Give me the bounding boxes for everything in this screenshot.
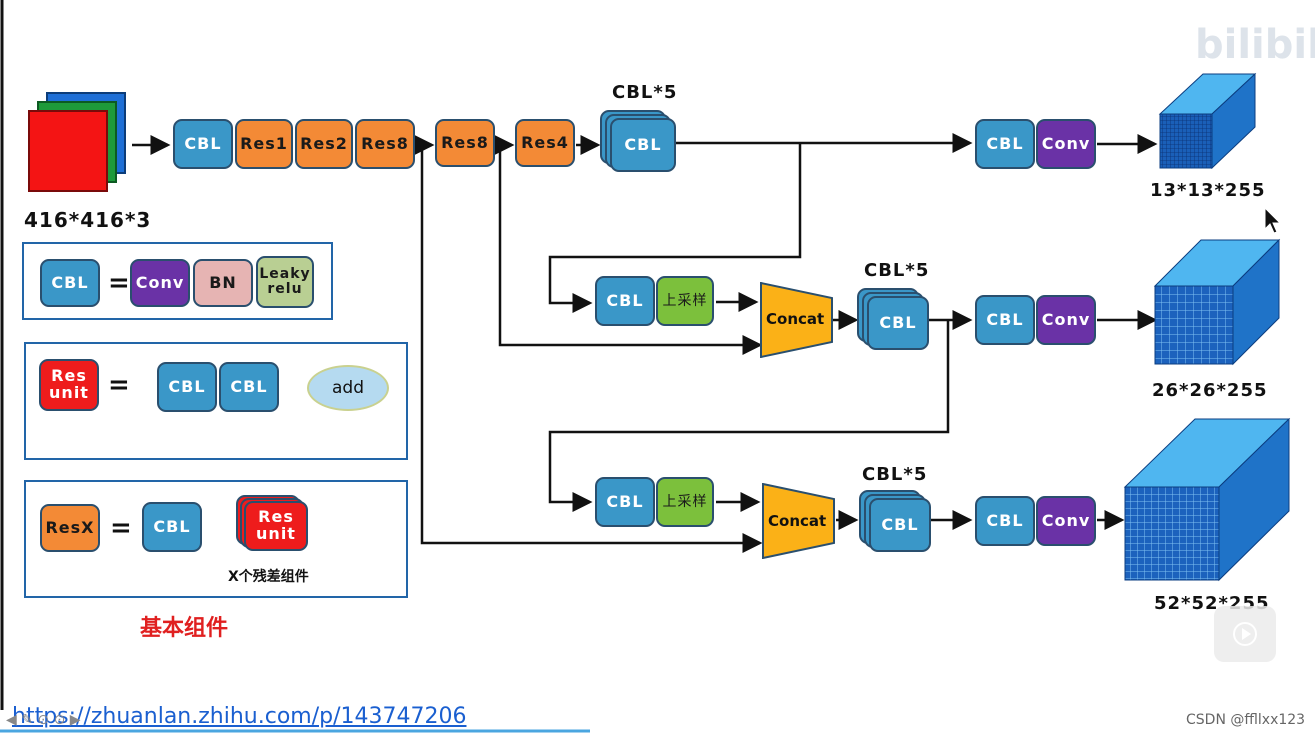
watermark-logo: bilibili	[1195, 22, 1315, 68]
legend-resunit-cbl-1: CBL	[157, 362, 217, 412]
legend-resunit-cbl-2: CBL	[219, 362, 279, 412]
backbone-cbl: CBL	[173, 119, 233, 169]
toolbar-icons: ◀ ✎ ⊙ ⊙ ▶	[6, 712, 81, 728]
cbl5-stack-2: CBL	[857, 288, 931, 350]
input-size-label: 416*416*3	[24, 208, 152, 232]
input-image-stack	[28, 92, 128, 197]
mouse-cursor-icon	[1264, 207, 1282, 234]
head3-conv: Conv	[1036, 496, 1096, 546]
head3-cbl: CBL	[975, 496, 1035, 546]
head1-conv: Conv	[1036, 119, 1096, 169]
legend-resunit: Res unit	[39, 359, 99, 411]
legend-leaky-relu: Leaky relu	[256, 256, 314, 308]
legend-resunit-stack-top: Res unit	[244, 501, 308, 551]
branch3-upsample: 上采样	[656, 477, 714, 527]
source-url-link[interactable]: https://zhuanlan.zhihu.com/p/143747206	[12, 704, 467, 729]
play-button[interactable]	[1214, 606, 1276, 662]
head2-cbl: CBL	[975, 295, 1035, 345]
legend-conv: Conv	[130, 259, 190, 307]
concat-trapezoid-2	[760, 282, 833, 358]
cbl5-block-1: CBL	[610, 118, 676, 172]
cbl5-stack-3: CBL	[859, 490, 933, 552]
res8-block-1: Res8	[355, 119, 415, 169]
branch3-cbl: CBL	[595, 477, 655, 527]
legend-resx-note: X个残差组件	[228, 569, 309, 585]
legend-resx-equals: =	[110, 513, 132, 543]
credit-label: CSDN @ffllxx123	[1186, 712, 1306, 728]
concat-trapezoid-3	[762, 483, 835, 559]
res2-block: Res2	[295, 119, 353, 169]
concat-label-2: Concat	[766, 310, 825, 328]
head1-cbl: CBL	[975, 119, 1035, 169]
legend-cbl-equals: =	[108, 268, 130, 298]
output-cube-13	[1158, 72, 1257, 170]
legend-add-node: add	[307, 365, 389, 411]
play-icon	[1233, 622, 1257, 646]
res4-block: Res4	[515, 119, 575, 167]
legend-cbl: CBL	[40, 259, 100, 307]
cbl5-block-2: CBL	[867, 296, 929, 350]
cbl5-label-1: CBL*5	[612, 82, 678, 103]
legend-bn: BN	[193, 259, 253, 307]
head2-conv: Conv	[1036, 295, 1096, 345]
branch2-upsample: 上采样	[656, 276, 714, 326]
legend-resunit-equals: =	[108, 370, 130, 400]
output-cube-52	[1123, 417, 1291, 582]
output-cube-26	[1153, 238, 1281, 366]
res8-block-2: Res8	[435, 119, 495, 167]
branch2-cbl: CBL	[595, 276, 655, 326]
res1-block: Res1	[235, 119, 293, 169]
legend-resx-cbl: CBL	[142, 502, 202, 552]
cbl5-label-2: CBL*5	[864, 260, 930, 281]
output-label-26: 26*26*255	[1152, 380, 1268, 401]
legend-resunit-stack: Res unit	[236, 495, 312, 555]
cbl5-label-3: CBL*5	[862, 464, 928, 485]
cbl5-block-3: CBL	[869, 498, 931, 552]
legend-resx: ResX	[40, 504, 100, 552]
output-label-13: 13*13*255	[1150, 180, 1266, 201]
cbl5-stack-1: CBL	[600, 110, 678, 172]
legend-title: 基本组件	[140, 616, 229, 641]
concat-label-3: Concat	[768, 512, 827, 530]
